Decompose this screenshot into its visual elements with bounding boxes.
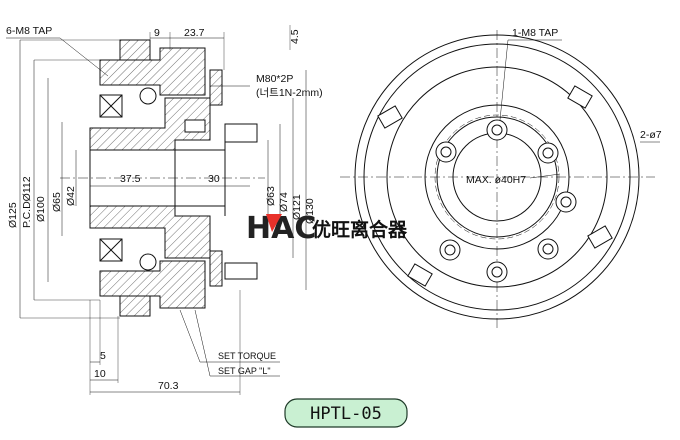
bolt-head: [435, 141, 457, 163]
label-d121: Ø121: [291, 194, 303, 220]
label-dim-9: 9: [154, 27, 160, 39]
label-d74: Ø74: [278, 192, 290, 212]
label-d65: Ø65: [51, 192, 63, 212]
section-view: [6, 25, 307, 395]
model-name: HPTL-05: [310, 404, 382, 424]
label-dim-4-5: 4.5: [289, 29, 301, 44]
label-thread: M80*2P: [256, 73, 293, 85]
bolt-head: [486, 261, 508, 283]
label-dim-10: 10: [94, 368, 106, 380]
label-d130: Ø130: [304, 198, 316, 224]
bolt-head: [439, 239, 461, 261]
label-set-gap: SET GAP "L": [218, 366, 271, 376]
bolt-head: [555, 191, 577, 213]
label-dim-30: 30: [208, 173, 220, 185]
bolt-head: [537, 142, 559, 164]
label-dim-23-7: 23.7: [184, 27, 205, 39]
model-badge: HPTL-05: [284, 398, 408, 428]
company-logo: HAC: [246, 211, 316, 246]
label-d100: Ø100: [35, 196, 47, 222]
label-hole-2d7: 2-ø7: [640, 129, 662, 141]
label-tap-1m8: 1-M8 TAP: [512, 27, 558, 39]
label-d125: Ø125: [7, 202, 19, 228]
label-max-bore: MAX. ø40H7: [466, 174, 526, 186]
label-thread-note: (너트1N-2mm): [256, 87, 323, 99]
logo-accent-icon: [266, 214, 282, 232]
bolt-head: [486, 119, 508, 141]
label-d63: Ø63: [265, 186, 277, 206]
label-dim-37-5: 37.5: [120, 173, 141, 185]
label-tap-6m8: 6-M8 TAP: [6, 25, 52, 37]
label-set-torque: SET TORQUE: [218, 351, 276, 361]
label-pcd: P.C.DØ112: [21, 176, 33, 228]
label-d42: Ø42: [65, 186, 77, 206]
logo-text: HAC: [246, 211, 316, 246]
brand-name: 优旺离合器: [312, 218, 408, 241]
bolt-pattern: [435, 119, 577, 283]
label-dim-70-3: 70.3: [158, 380, 179, 392]
label-dim-5: 5: [100, 350, 106, 362]
bolt-head: [537, 238, 559, 260]
